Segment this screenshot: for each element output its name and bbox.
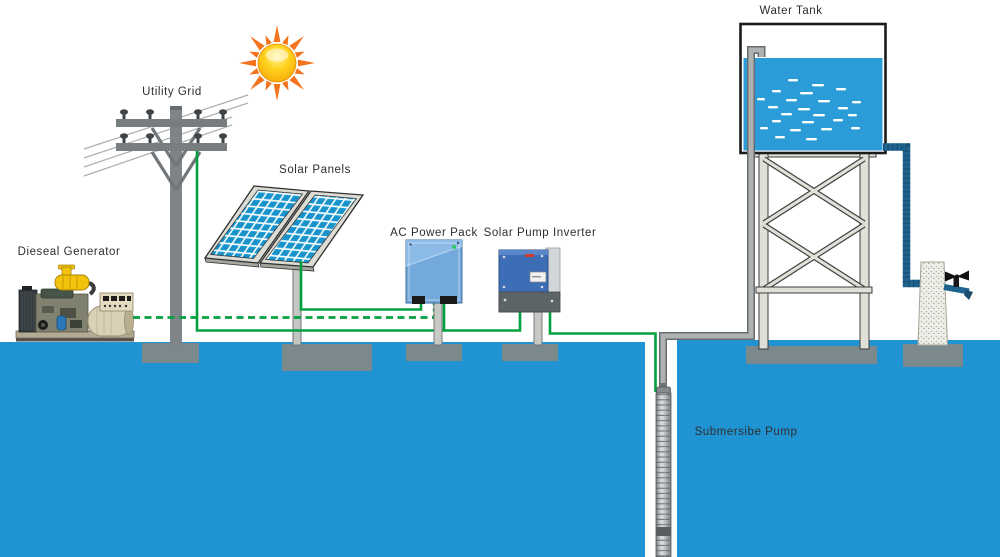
water-tank-illustration: [739, 22, 887, 155]
concrete-pads: [142, 343, 963, 371]
tank-outlet-pipe: [883, 143, 924, 288]
grid-to-inverter-wire: [195, 151, 522, 332]
led-indicator-icon: [452, 245, 456, 249]
label-utility-grid: Utility Grid: [142, 86, 202, 98]
cross-braces: [762, 156, 866, 292]
solar-to-acpack-wire: [299, 261, 423, 311]
submersible-pump-illustration: [655, 383, 672, 557]
water-ripples: [757, 79, 861, 141]
tap-stand: [917, 261, 973, 346]
utility-grid-pole: [83, 94, 249, 345]
sun-icon: [239, 25, 315, 101]
label-diesel-generator: Dieseal Generator: [17, 246, 121, 258]
pump-to-tank-pipe: [659, 46, 766, 392]
power-wires: [133, 151, 657, 392]
ground-water: [0, 340, 1000, 557]
label-submersible-pump: Submersibe Pump: [694, 426, 798, 438]
diesel-generator-illustration: [15, 264, 135, 342]
faucet-icon: [945, 270, 973, 300]
inverter-to-pump-wire: [548, 307, 657, 392]
ac-power-pack-illustration: [405, 239, 463, 346]
label-ac-power-pack: AC Power Pack: [390, 227, 478, 239]
label-solar-pump-inverter: Solar Pump Inverter: [483, 227, 597, 239]
label-water-tank: Water Tank: [759, 5, 823, 17]
brand-mark: [525, 254, 534, 257]
label-solar-panels: Solar Panels: [279, 164, 351, 176]
solar-panels-illustration: [203, 185, 365, 346]
solar-pump-inverter-illustration: [498, 247, 561, 346]
water-tower-stand: [753, 149, 877, 350]
